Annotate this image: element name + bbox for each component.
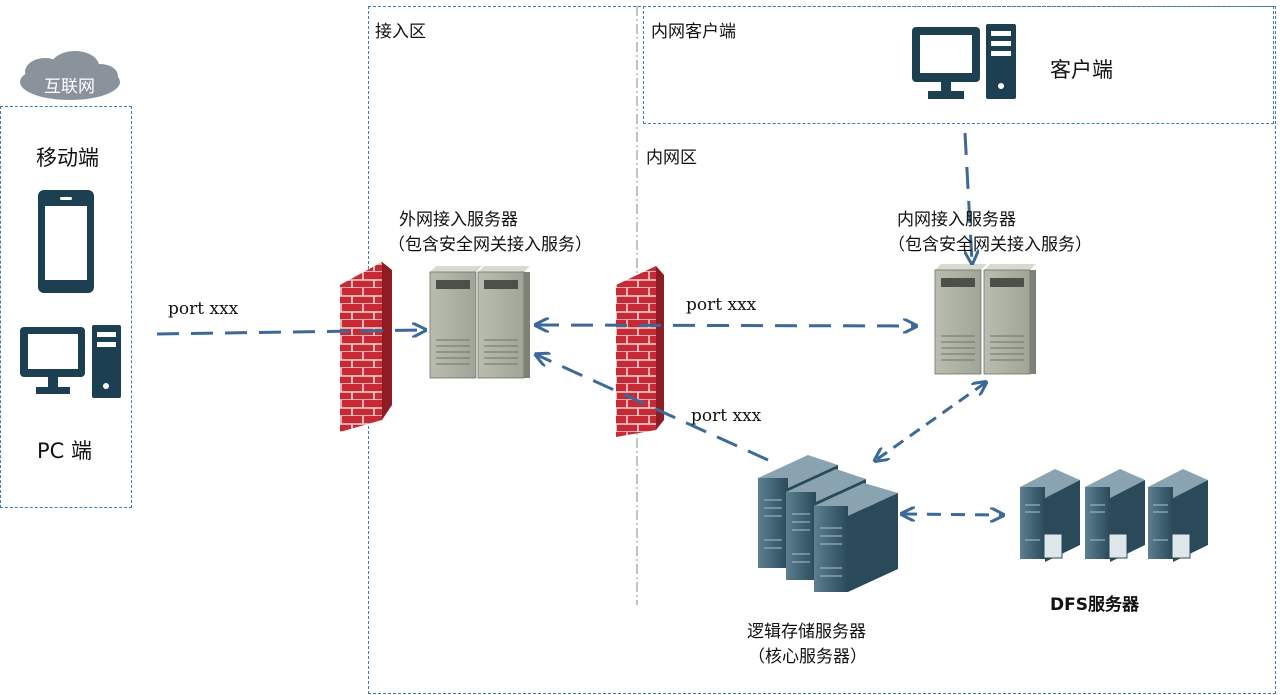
intranet-client-zone — [643, 6, 1274, 124]
intranet-zone-label: 内网区 — [646, 148, 697, 168]
internet-label: 互联网 — [44, 77, 95, 97]
edge-ext-int — [537, 325, 915, 326]
ext-server-title: 外网接入服务器 — [399, 210, 518, 230]
storage-server-title: 逻辑存储服务器 — [747, 622, 866, 642]
ext-server-icon — [429, 266, 530, 379]
edge-label-storage: port xxx — [691, 406, 762, 426]
int-server-title: 内网接入服务器 — [897, 210, 1016, 230]
pc-label: PC 端 — [37, 439, 93, 463]
dfs-server-icon — [1020, 469, 1208, 562]
edge-storage-dfs — [903, 514, 1002, 515]
firewall-icon — [616, 266, 664, 437]
client-label: 客户端 — [1050, 58, 1113, 82]
storage-server-subtitle: （核心服务器） — [748, 647, 867, 667]
client-pc-icon — [912, 24, 1016, 99]
intranet-client-zone-label: 内网客户端 — [651, 22, 736, 42]
dfs-server-label: DFS服务器 — [1050, 595, 1139, 615]
edge-storage-to-ext — [537, 355, 769, 462]
edge-label-ext-int: port xxx — [686, 295, 757, 315]
mobile-label: 移动端 — [36, 146, 99, 170]
access-zone-label: 接入区 — [375, 22, 426, 42]
edge-int-storage — [876, 383, 985, 460]
storage-server-icon — [758, 455, 898, 592]
edge-internet-to-ext — [156, 330, 424, 334]
int-server-icon — [934, 264, 1036, 375]
pc-icon — [20, 325, 121, 398]
cloud-icon — [20, 51, 120, 100]
ext-server-subtitle: （包含安全网关接入服务） — [388, 235, 592, 255]
edge-client-to-int — [963, 132, 972, 262]
firewall-icon — [340, 262, 392, 432]
mobile-phone-icon — [38, 190, 94, 293]
int-server-subtitle: （包含安全网关接入服务） — [888, 235, 1092, 255]
internet-zone — [0, 106, 132, 508]
edge-label-internet: port xxx — [168, 299, 239, 319]
